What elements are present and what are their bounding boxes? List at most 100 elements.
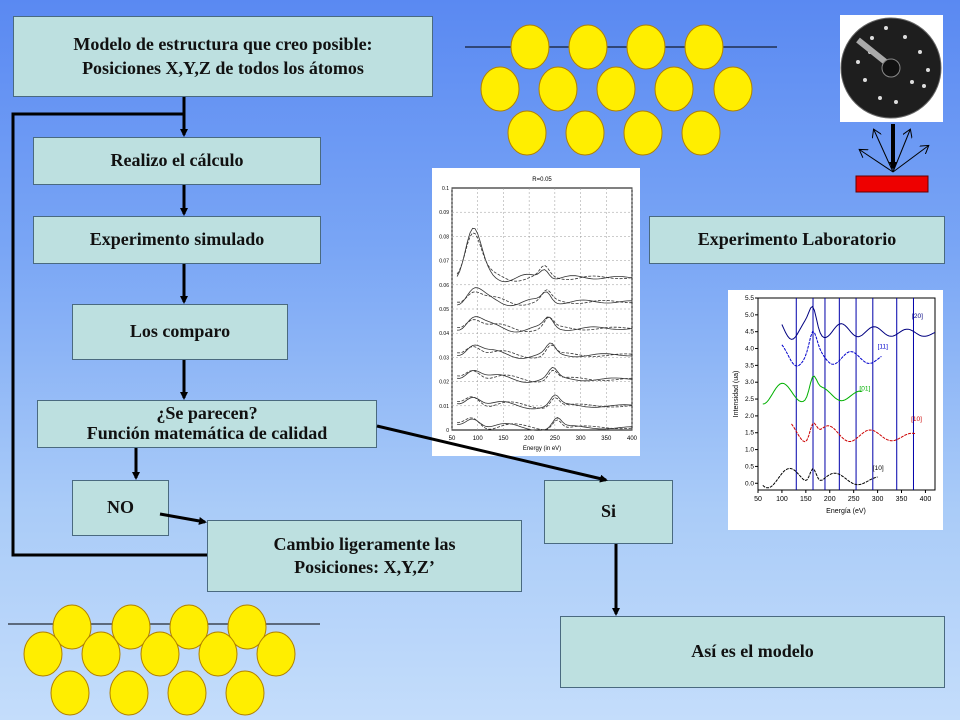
change-line2: Posiciones: X,Y,Z’ xyxy=(294,557,435,577)
atom-top-4 xyxy=(480,66,520,112)
diffracted-beam-1 xyxy=(874,130,894,173)
simulated-experiment-label: Experimento simulado xyxy=(89,229,265,250)
atom-top-11 xyxy=(623,110,663,156)
chart1-xtick-0: 50 xyxy=(449,436,456,442)
loop-back-connector xyxy=(11,112,207,557)
chart1-xtick-5: 300 xyxy=(576,436,587,442)
chart2-ytick-6: 3.0 xyxy=(745,379,754,386)
chart1-curve-5-1 xyxy=(457,396,633,409)
atom-top-5 xyxy=(538,66,578,112)
no-box: NO xyxy=(72,480,169,536)
atom-bottom-3 xyxy=(227,604,267,650)
chart2-series-1 xyxy=(781,331,882,367)
leed-gun-holder xyxy=(856,37,890,67)
chart2-ytick-11: 5.5 xyxy=(745,295,754,302)
chart1-curve-1-1 xyxy=(457,289,632,306)
chart1-curve-4-1 xyxy=(457,369,633,383)
chart2-series-label-3: [10] xyxy=(911,416,922,423)
lab-experiment-label: Experimento Laboratorio xyxy=(697,229,897,250)
chart1-curve-2-1 xyxy=(457,316,633,333)
chart1-curve-1-0 xyxy=(456,287,632,307)
atom-bottom-0 xyxy=(52,604,92,650)
atom-bottom-12 xyxy=(225,670,265,716)
calculation-box: Realizo el cálculo xyxy=(33,137,321,185)
diffracted-beam-0 xyxy=(860,150,894,173)
atom-bottom-1 xyxy=(111,604,151,650)
leed-spot-5 xyxy=(878,96,882,100)
chart1-ytick-6: 0.06 xyxy=(439,283,449,289)
atom-bottom-4 xyxy=(23,631,63,677)
chart2-series-label-4: [10] xyxy=(873,465,884,472)
chart2-ytick-1: 0.5 xyxy=(745,463,754,470)
chart1-ytick-2: 0.02 xyxy=(439,380,449,386)
lab-experiment-box: Experimento Laboratorio xyxy=(649,216,945,264)
chart1-xtick-2: 150 xyxy=(498,436,509,442)
chart2-series-0 xyxy=(781,305,936,340)
leed-spot-4 xyxy=(910,80,914,84)
chart2-xtick-7: 400 xyxy=(920,496,932,503)
calculation-label: Realizo el cálculo xyxy=(110,150,244,171)
chart2-ytick-4: 2.0 xyxy=(745,413,754,420)
atom-bottom-5 xyxy=(81,631,121,677)
chart1-xtick-7: 400 xyxy=(627,436,638,442)
chart2-series-label-0: [20] xyxy=(912,313,923,320)
chart2-xlabel: Energía (eV) xyxy=(826,508,866,515)
chart1-ytick-5: 0.05 xyxy=(439,307,449,313)
leed-spot-7 xyxy=(870,36,874,40)
model-box-line2: Posiciones X,Y,Z de todos los átomos xyxy=(82,57,364,78)
chart1-ytick-0: 0 xyxy=(446,428,449,434)
chart1-title: R=0.05 xyxy=(532,177,552,183)
chart2-xtick-6: 350 xyxy=(896,496,908,503)
chart2-plot-area xyxy=(757,297,936,491)
chart2-series-3 xyxy=(791,422,917,443)
chart2-ytick-8: 4.0 xyxy=(745,346,754,353)
atom-top-6 xyxy=(596,66,636,112)
change-positions-box: Cambio ligeramente las Posiciones: X,Y,Z… xyxy=(207,520,522,592)
chart1-ytick-8: 0.08 xyxy=(439,234,449,240)
chart1-ytick-10: 0.1 xyxy=(442,186,449,192)
simulated-experiment-box: Experimento simulado xyxy=(33,216,321,264)
diffracted-beam-3 xyxy=(892,146,928,173)
chart1-curve-0-1 xyxy=(456,232,633,282)
chart2-xtick-1: 100 xyxy=(776,496,788,503)
leed-spot-0 xyxy=(903,35,907,39)
chart1-ytick-7: 0.07 xyxy=(439,259,449,265)
chart2-series-label-2: [01] xyxy=(859,386,870,393)
chart1-xlabel: Energy (in eV) xyxy=(523,446,561,452)
atom-top-2 xyxy=(626,24,666,70)
chart1-curve-3-0 xyxy=(457,342,633,359)
leed-spot-9 xyxy=(856,60,860,64)
atom-top-8 xyxy=(713,66,753,112)
chart1-xtick-6: 350 xyxy=(601,436,612,442)
atom-bottom-10 xyxy=(109,670,149,716)
chart2-ytick-9: 4.5 xyxy=(745,329,754,336)
change-line1: Cambio ligeramente las xyxy=(273,533,456,554)
yes-box: Si xyxy=(544,480,673,544)
chart1-xtick-3: 200 xyxy=(524,436,535,442)
chart1-xtick-1: 100 xyxy=(473,436,484,442)
chart2-series-2 xyxy=(762,375,863,405)
final-model-label: Así es el modelo xyxy=(691,641,814,662)
atom-top-12 xyxy=(681,110,721,156)
chart2-ytick-2: 1.0 xyxy=(745,447,754,454)
chart1-ytick-3: 0.03 xyxy=(439,355,449,361)
chart1-ytick-9: 0.09 xyxy=(439,210,449,216)
atom-bottom-8 xyxy=(256,631,296,677)
model-box-line1: Modelo de estructura que creo posible: xyxy=(73,34,373,55)
similarity-line1: ¿Se parecen? xyxy=(156,403,258,424)
diffracted-beam-2 xyxy=(892,130,910,173)
atom-top-7 xyxy=(654,66,694,112)
similarity-box: ¿Se parecen? Función matemática de calid… xyxy=(37,400,377,448)
chart1-ytick-4: 0.04 xyxy=(439,331,449,337)
compare-label: Los comparo xyxy=(129,321,231,342)
compare-box: Los comparo xyxy=(72,304,288,360)
chart2-series-label-1: [11] xyxy=(878,344,889,351)
chart2-ytick-10: 5.0 xyxy=(745,312,754,319)
arrow-no-to-change xyxy=(159,512,207,525)
chart2-xtick-4: 250 xyxy=(848,496,860,503)
atom-top-9 xyxy=(507,110,547,156)
